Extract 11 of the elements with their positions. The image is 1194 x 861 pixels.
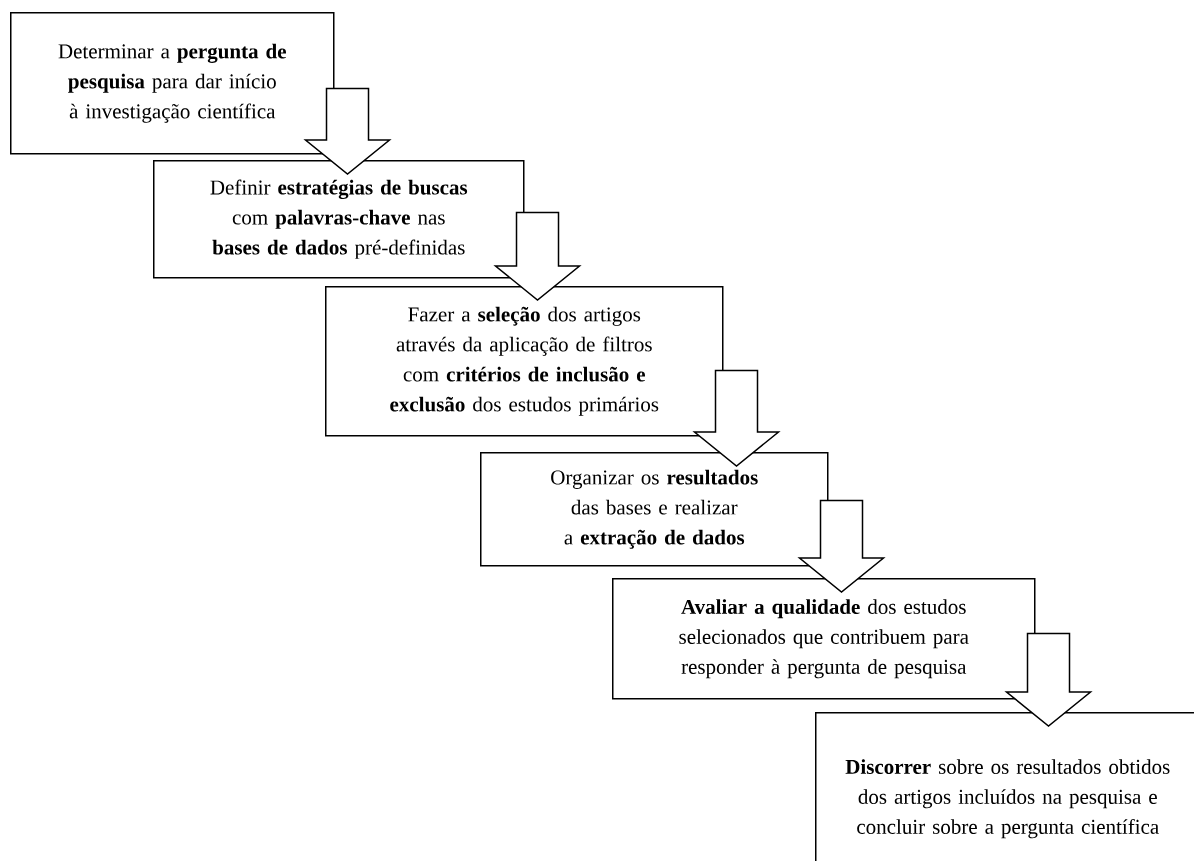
process-box: Definir estratégias de buscas com palavras-chave nas bases de dados pré-definidas: [153, 160, 525, 279]
block-arrow: [493, 211, 582, 301]
block-arrow: [692, 369, 781, 467]
block-arrow: [797, 499, 886, 593]
process-box: Fazer a seleção dos artigos através da aplicação de filtros com critérios de inclusão e exclusão dos estudos primários: [325, 286, 724, 437]
process-box: Organizar os resultados das bases e realizar a extração de dados: [480, 452, 829, 567]
block-arrow: [1004, 632, 1093, 727]
block-arrow: [303, 87, 392, 175]
process-box: Discorrer sobre os resultados obtidos dos artigos incluídos na pesquisa e concluir sobre a pergunta científica: [815, 712, 1194, 861]
process-box: Determinar a pergunta de pesquisa para dar início à investigação científica: [10, 12, 335, 155]
process-box: Avaliar a qualidade dos estudos selecionados que contribuem para responder à pergunta de pesquisa: [612, 578, 1036, 700]
